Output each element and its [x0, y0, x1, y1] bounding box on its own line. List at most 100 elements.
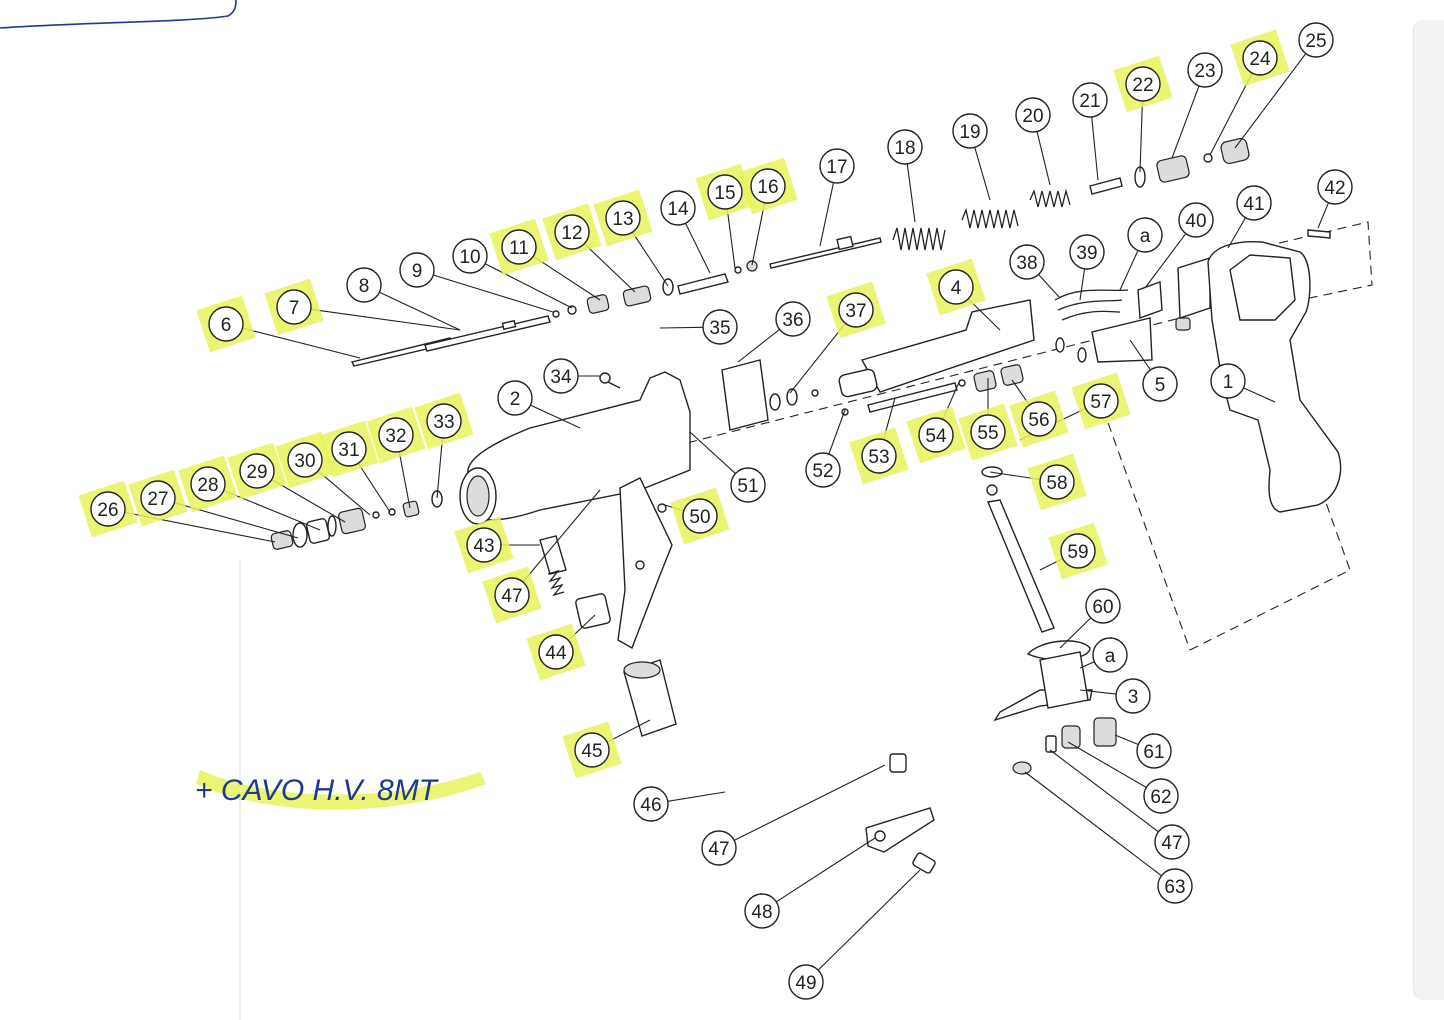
callout-15: 15 [695, 163, 755, 221]
callout-34: 34 [543, 358, 579, 394]
callout-56: 56 [1009, 390, 1069, 448]
callout-label: 63 [1164, 877, 1185, 898]
leader-line-29 [271, 479, 346, 523]
leader-line-8 [379, 291, 461, 331]
callout-circle [938, 269, 974, 305]
leader-line-10 [484, 263, 573, 309]
callout-label: 52 [812, 461, 833, 482]
callout-label: 35 [709, 318, 730, 339]
leader-line-30 [317, 470, 371, 516]
callout-circle [707, 174, 743, 210]
callout-label: 9 [412, 261, 423, 282]
callout-label: 13 [612, 209, 633, 230]
callout-32: 32 [366, 406, 426, 464]
callout-16: 16 [738, 157, 798, 215]
callout-label: 7 [289, 298, 300, 319]
callout-circle [1210, 363, 1246, 399]
callout-circle [1060, 533, 1096, 569]
callout-circle [1157, 868, 1193, 904]
callout-label: 58 [1046, 473, 1067, 494]
callout-circle [574, 732, 610, 768]
callout-29: 29 [227, 442, 287, 500]
callout-label: 61 [1143, 742, 1164, 763]
callout-circle [140, 480, 176, 516]
callout-label: 59 [1067, 542, 1088, 563]
callout-label: 47 [708, 839, 729, 860]
leader-line-5 [1129, 339, 1151, 371]
callout-circle [1143, 778, 1179, 814]
callout-55: 55 [958, 403, 1018, 461]
callout-61: 61 [1136, 733, 1172, 769]
callout-circle [378, 417, 414, 453]
callout-45: 45 [562, 721, 622, 779]
callout-label: a [1105, 646, 1116, 667]
callout-2: 2 [497, 380, 533, 416]
callout-circle [494, 577, 530, 613]
callout-label: a [1140, 226, 1151, 247]
callout-54: 54 [906, 406, 966, 464]
leader-line-a [1079, 661, 1095, 669]
callout-label: 34 [550, 367, 572, 388]
callout-37: 37 [826, 281, 886, 339]
callout-circle [1009, 244, 1045, 280]
callout-label: 46 [640, 795, 661, 816]
callout-label: 17 [826, 157, 847, 178]
callout-circle [838, 292, 874, 328]
hose-assembly [539, 535, 936, 932]
callout-circle [633, 786, 669, 822]
callout-label: 4 [951, 278, 962, 299]
leader-line-15 [726, 208, 736, 269]
leader-line-63 [1024, 771, 1162, 877]
callout-27: 27 [128, 469, 188, 527]
callout-52: 52 [805, 452, 841, 488]
leader-line-22 [1139, 100, 1143, 173]
callout-9: 9 [399, 252, 435, 288]
callout-8: 8 [346, 267, 382, 303]
callout-label: 42 [1324, 178, 1345, 199]
callout-25: 25 [1298, 22, 1334, 58]
callout-circle [701, 830, 737, 866]
callout-circle [1083, 383, 1119, 419]
leader-line-49 [817, 869, 921, 971]
callout-47: 47 [482, 566, 542, 624]
callout-label: 47 [1161, 833, 1182, 854]
callout-circle [805, 452, 841, 488]
callout-circle [682, 498, 718, 534]
bracket-guide-line [1097, 394, 1191, 651]
callout-circle [702, 309, 738, 345]
callout-circle [276, 289, 312, 325]
leader-line-12 [583, 243, 636, 293]
callout-58: 58 [1027, 453, 1087, 511]
springs [892, 137, 1250, 251]
callout-circle [466, 527, 502, 563]
callout-label: 36 [782, 310, 803, 331]
callout-label: 8 [359, 276, 370, 297]
needle-assembly [350, 235, 882, 367]
callout-circle [1072, 82, 1108, 118]
leader-line-45 [606, 719, 651, 743]
callout-label: 32 [385, 426, 406, 447]
callout-38: 38 [1009, 244, 1045, 280]
callout-circle [1015, 97, 1051, 133]
leader-line-38 [1038, 274, 1061, 299]
callout-label: 23 [1194, 61, 1215, 82]
callout-62: 62 [1143, 778, 1179, 814]
callout-20: 20 [1015, 97, 1051, 133]
callout-17: 17 [819, 148, 855, 184]
callout-label: 60 [1092, 597, 1113, 618]
leader-line-1 [1243, 387, 1276, 403]
gun-body [459, 371, 691, 650]
leader-line-33 [436, 437, 444, 499]
callout-label: 26 [97, 500, 118, 521]
callout-circle [861, 438, 897, 474]
callout-33: 33 [414, 392, 474, 450]
callout-circle [660, 190, 696, 226]
callout-13: 13 [593, 189, 653, 247]
callout-label: 43 [473, 536, 494, 557]
callout-63: 63 [1157, 868, 1193, 904]
callout-label: 1 [1223, 372, 1234, 393]
callout-label: 51 [737, 476, 758, 497]
callout-1: 1 [1210, 363, 1246, 399]
callout-35: 35 [702, 309, 738, 345]
callout-3: 3 [1115, 678, 1151, 714]
